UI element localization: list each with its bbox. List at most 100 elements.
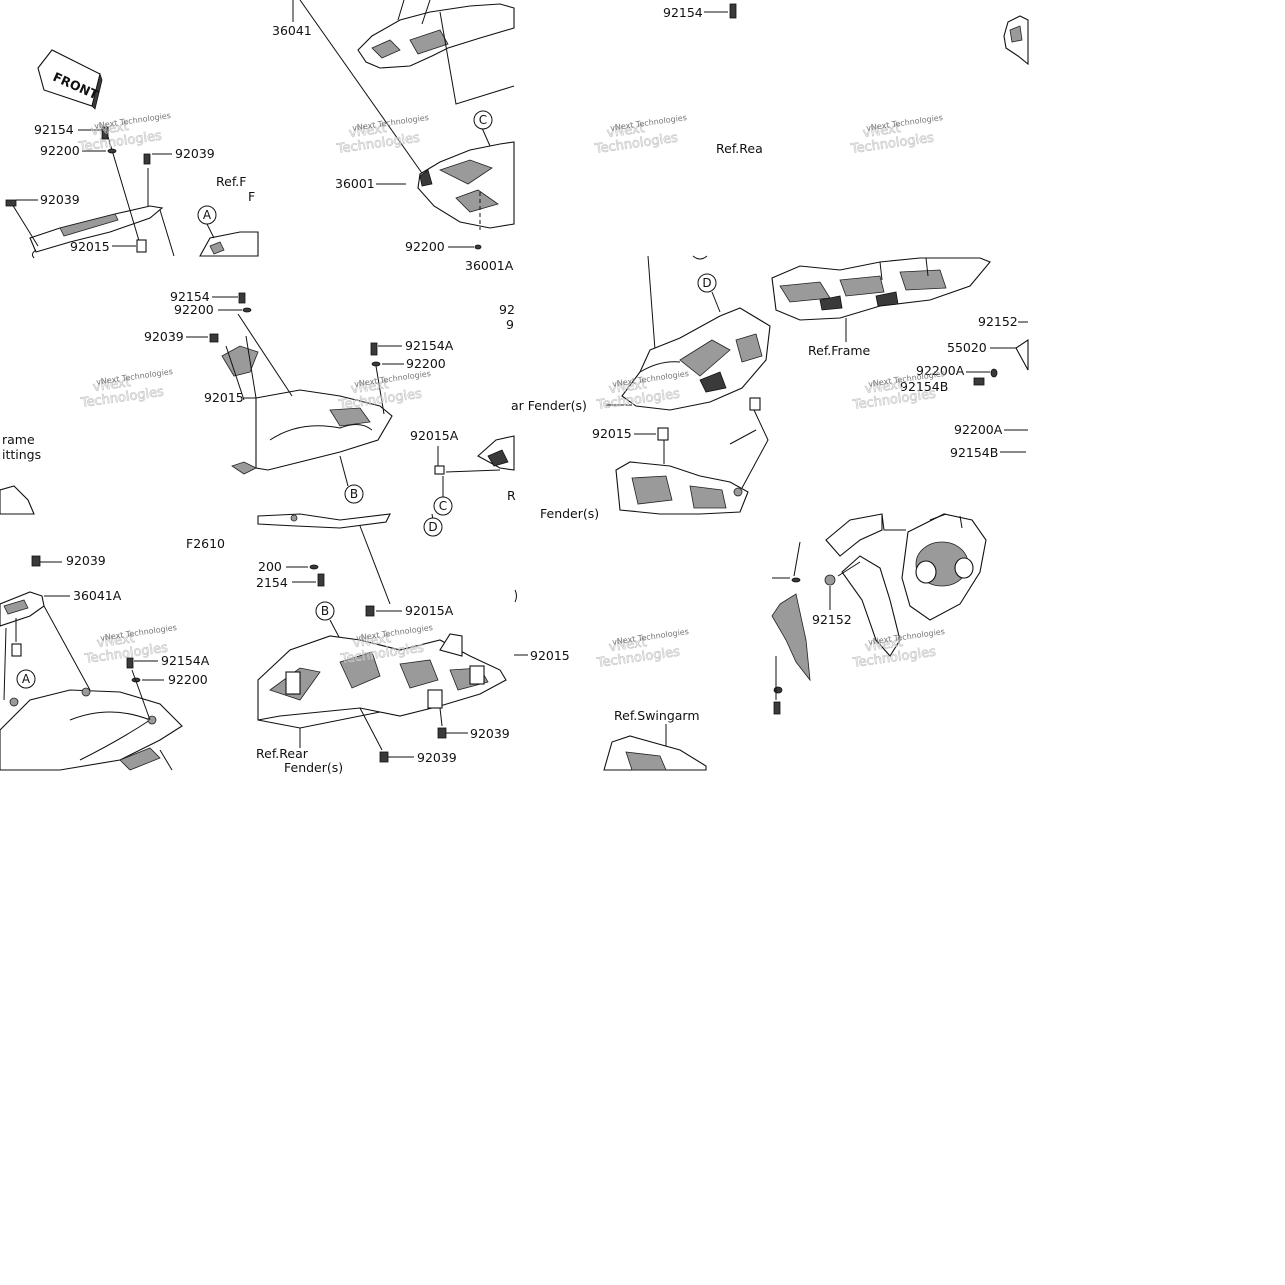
- part-label-92015: 92015: [70, 239, 110, 254]
- part-label-36001a: 36001A: [465, 258, 514, 273]
- svg-text:B: B: [321, 604, 329, 618]
- ref-frame: Ref.Frame: [808, 343, 871, 358]
- part-label-92154b: 92154B: [900, 379, 948, 394]
- seat-cowl-fragment-left: [199, 231, 259, 257]
- part-label-92015: 92015: [592, 426, 632, 441]
- side-cover-92015: [221, 313, 393, 475]
- swingarm-fragment: [603, 735, 707, 771]
- part-label-92039: 92039: [417, 750, 457, 765]
- side-cover-lower: [0, 687, 183, 771]
- ref-r-cut: R: [507, 488, 516, 503]
- bracket-36041a: [0, 591, 91, 701]
- ref-rear-fender: ar Fender(s): [511, 398, 587, 413]
- tail-light-housing: [825, 513, 987, 621]
- ref-frame-fittings-2: ittings: [2, 447, 41, 462]
- svg-text:vNext: vNext: [92, 375, 132, 395]
- ref-rear-fender-2: Fender(s): [284, 760, 343, 775]
- bolt-92039-left: [5, 153, 151, 207]
- callout-c: C: [433, 496, 453, 516]
- svg-text:vNext: vNext: [606, 121, 646, 141]
- lower-bracket-fragment: [257, 513, 391, 529]
- part-label-92154: 92154: [34, 122, 74, 137]
- part-label-36041: 36041: [272, 23, 312, 38]
- callout-b: B: [315, 601, 335, 621]
- part-label-92152: 92152: [812, 612, 852, 627]
- part-label-92200a: 92200A: [916, 363, 965, 378]
- svg-text:D: D: [702, 276, 711, 290]
- part-label-92015: 92015: [204, 390, 244, 405]
- part-label-92154a: 92154A: [405, 338, 454, 353]
- part-label-92200-cut: 200: [258, 559, 282, 574]
- watermark: vNext Technologies vNext Technologies: [849, 113, 944, 157]
- watermark: vNext Technologies vNext Technologies: [851, 627, 946, 671]
- ref-rear: Ref.Rea: [716, 141, 763, 156]
- ref-rear-fender: Ref.Rear: [256, 746, 309, 761]
- svg-text:vNext: vNext: [608, 377, 648, 397]
- svg-text:vNext: vNext: [608, 635, 648, 655]
- frame-assembly: [771, 257, 991, 321]
- watermark: vNext Technologies vNext Technologies: [337, 369, 432, 413]
- part-label-92200a: 92200A: [954, 422, 1003, 437]
- part-label-55020: 55020: [947, 340, 987, 355]
- svg-text:vNext: vNext: [350, 377, 390, 397]
- washer-92200-left: [107, 148, 117, 154]
- svg-text:vNext: vNext: [96, 631, 136, 651]
- svg-text:vNext: vNext: [864, 377, 904, 397]
- seat-bracket-left: [11, 129, 175, 259]
- svg-text:vNext: vNext: [348, 121, 388, 141]
- part-label-92-cut: 92: [499, 302, 515, 317]
- part-label-92154: 92154: [170, 289, 210, 304]
- part-label-92152: 92152: [978, 314, 1018, 329]
- fender-bracket: [615, 461, 749, 515]
- part-label-92039: 92039: [40, 192, 80, 207]
- svg-text:C: C: [479, 113, 487, 127]
- front-direction-badge: FRONT: [37, 49, 103, 110]
- part-label-92015a: 92015A: [405, 603, 454, 618]
- part-label-92154: 92154: [663, 5, 703, 20]
- tail-cover: [621, 307, 771, 411]
- part-label-9-cut: 9: [506, 317, 514, 332]
- part-label-92015: 92015: [530, 648, 570, 663]
- bolt-92154-left: [101, 126, 109, 140]
- svg-text:B: B: [350, 487, 358, 501]
- ref-frame-fittings: Ref.F: [216, 174, 246, 189]
- callout-a: A: [197, 205, 217, 225]
- watermark: vNext Technologies vNext Technologies: [335, 113, 430, 157]
- callout-a: A: [16, 669, 36, 689]
- svg-text:vNext: vNext: [864, 635, 904, 655]
- callout-c: C: [473, 110, 493, 130]
- part-label-92039: 92039: [144, 329, 184, 344]
- part-label-92154a: 92154A: [161, 653, 210, 668]
- watermark: vNext Technologies vNext Technologies: [77, 111, 172, 155]
- part-label-92154-cut: 2154: [256, 575, 288, 590]
- part-label-92200: 92200: [174, 302, 214, 317]
- part-label-92200: 92200: [405, 239, 445, 254]
- seat-cowl-36001: [417, 141, 515, 230]
- ref-swingarm: Ref.Swingarm: [614, 708, 700, 723]
- figure-code: F2610: [186, 536, 225, 551]
- callout-d: D: [697, 273, 717, 293]
- part-label-92154b: 92154B: [950, 445, 998, 460]
- callout-d: D: [423, 517, 443, 537]
- svg-text:vNext: vNext: [90, 119, 130, 139]
- svg-text:C: C: [439, 499, 447, 513]
- watermark: vNext Technologies vNext Technologies: [79, 367, 174, 411]
- svg-text:D: D: [428, 520, 437, 534]
- svg-text:A: A: [203, 208, 212, 222]
- part-label-36041a: 36041A: [73, 588, 122, 603]
- part-label-92015a: 92015A: [410, 428, 459, 443]
- collar-92015-left: [136, 239, 147, 253]
- part-label-92039: 92039: [66, 553, 106, 568]
- watermark: vNext Technologies vNext Technologies: [593, 113, 688, 157]
- svg-text:vNext: vNext: [862, 121, 902, 141]
- svg-text:A: A: [22, 672, 31, 686]
- part-label-36001: 36001: [335, 176, 375, 191]
- license-bracket: [771, 541, 901, 682]
- rear-fender-inner: [257, 633, 507, 729]
- svg-text:vNext: vNext: [352, 631, 392, 651]
- ref-frame-fittings: rame: [2, 432, 35, 447]
- callout-b: B: [344, 484, 364, 504]
- watermark: vNext Technologies vNext Technologies: [851, 369, 946, 413]
- part-label-92039: 92039: [470, 726, 510, 741]
